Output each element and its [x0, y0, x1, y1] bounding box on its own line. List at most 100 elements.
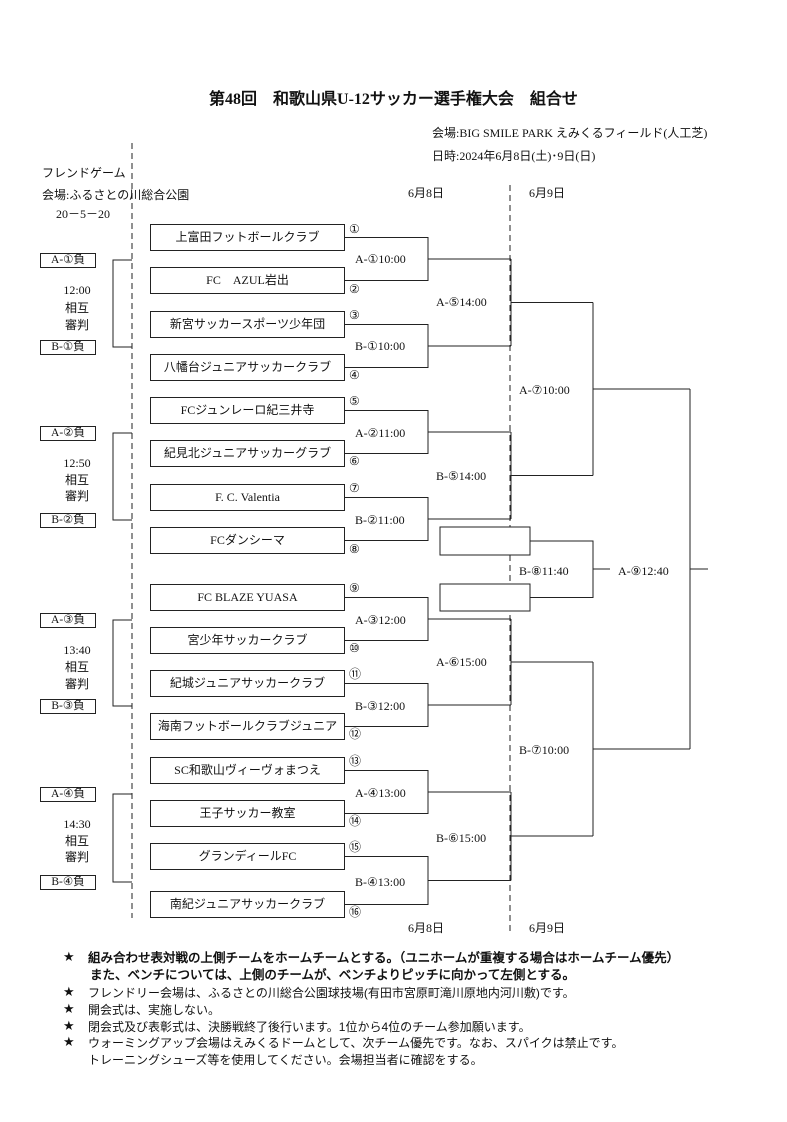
friendly-loser-box: B-①負 — [40, 340, 96, 355]
friendly-loser-box: B-③負 — [40, 699, 96, 714]
match-label: B-⑦10:00 — [519, 743, 570, 757]
friendly-loser-box: A-②負 — [40, 426, 96, 441]
match-label: B-⑤14:00 — [436, 469, 487, 483]
note-text: ウォーミングアップ会場はえみくるドームとして、次チーム優先です。なお、スパイクは… — [88, 1036, 624, 1050]
star-icon: ★ — [63, 950, 75, 965]
friendly-loser-box: B-②負 — [40, 513, 96, 528]
team-box: グランディールFC — [150, 843, 345, 870]
match-label: A-②11:00 — [355, 426, 406, 440]
friendly-label: 審判 — [64, 318, 89, 332]
seed-number: ⑤ — [349, 394, 360, 408]
team-box: FC BLAZE YUASA — [150, 584, 345, 611]
bracket-line-b5 — [510, 432, 593, 519]
bracket-line-a6 — [510, 619, 593, 705]
friendly-time: 13:40 — [63, 643, 91, 657]
bracket-line-a3 — [345, 597, 511, 641]
seed-number: ⑨ — [349, 581, 360, 595]
friendly-label: 相互 — [64, 834, 89, 848]
day-label-top-2: 6月9日 — [529, 186, 566, 200]
friendly-label: 相互 — [64, 301, 89, 315]
note-text: 開会式は、実施しない。 — [88, 1003, 221, 1017]
third-place-slot-top — [439, 526, 531, 556]
third-place-label: B-⑧11:40 — [519, 564, 569, 578]
match-label: B-⑥15:00 — [436, 831, 487, 845]
bracket-line-b7 — [592, 662, 690, 836]
match-label: A-⑦10:00 — [519, 383, 570, 397]
team-box: 紀見北ジュニアサッカーグラブ — [150, 440, 345, 467]
match-label: B-①10:00 — [355, 339, 406, 353]
friendly-bracket-4 — [112, 793, 132, 883]
friendly-bracket-2 — [112, 432, 132, 521]
page-title: 第48回 和歌山県U-12サッカー選手権大会 組合せ — [209, 91, 578, 108]
bracket-line-a2 — [345, 410, 511, 454]
seed-number: ③ — [349, 308, 360, 322]
bracket-line-b3 — [345, 683, 511, 727]
note-text: 組み合わせ表対戦の上側チームをホームチームとする。（ユニホームが重複する場合はホ… — [88, 951, 680, 965]
bracket-line-a4 — [345, 770, 511, 814]
bracket-line-a9 — [689, 389, 708, 749]
star-icon: ★ — [63, 985, 75, 1000]
friendly-heading: フレンドゲーム — [42, 166, 126, 180]
seed-number: ⑩ — [349, 641, 360, 655]
friendly-label: 審判 — [64, 677, 89, 691]
friendly-loser-box: A-①負 — [40, 253, 96, 268]
bracket-line-b4 — [345, 856, 511, 905]
seed-number: ⑪ — [349, 667, 362, 681]
friendly-time: 14:30 — [63, 817, 91, 831]
friendly-format: 20－5－20 — [56, 207, 111, 221]
seed-number: ⑧ — [349, 542, 360, 556]
note-text: トレーニングシューズ等を使用してください。会場担当者に確認をする。 — [88, 1053, 483, 1067]
team-box: FCジュンレーロ紀三井寺 — [150, 397, 345, 424]
star-icon: ★ — [63, 1035, 75, 1050]
note-text: 閉会式及び表彰式は、決勝戦終了後行います。1位から4位のチーム参加願います。 — [88, 1020, 531, 1034]
venue-text: 会場:BIG SMILE PARK えみくるフィールド(人工芝) — [432, 126, 708, 140]
star-icon: ★ — [63, 1019, 75, 1034]
match-label: A-①10:00 — [355, 252, 406, 266]
bracket-line-b8 — [530, 540, 610, 598]
date-text: 日時:2024年6月8日(土)･9日(日) — [432, 149, 596, 163]
friendly-label: 審判 — [64, 850, 89, 864]
seed-number: ⑭ — [349, 814, 362, 828]
seed-number: ① — [349, 222, 360, 236]
final-label: A-⑨12:40 — [618, 564, 669, 578]
seed-number: ⑥ — [349, 454, 360, 468]
day-label-bottom-1: 6月8日 — [408, 921, 445, 935]
star-icon: ★ — [63, 1002, 75, 1017]
friendly-time: 12:50 — [63, 456, 91, 470]
match-label: A-⑥15:00 — [436, 655, 487, 669]
seed-number: ⑫ — [349, 727, 362, 741]
friendly-loser-box: B-④負 — [40, 875, 96, 890]
day-label-top-1: 6月8日 — [408, 186, 445, 200]
seed-number: ⑬ — [349, 754, 362, 768]
team-box: F. C. Valentia — [150, 484, 345, 511]
team-box: 上富田フットボールクラブ — [150, 224, 345, 251]
third-place-slot-bottom — [439, 583, 531, 612]
team-box: 新宮サッカースポーツ少年団 — [150, 311, 345, 338]
friendly-venue: 会場:ふるさとの川総合公園 — [42, 188, 190, 202]
team-box: 王子サッカー教室 — [150, 800, 345, 827]
note-text: フレンドリー会場は、ふるさとの川総合公園球技場(有田市宮原町滝川原地内河川敷)で… — [88, 986, 575, 1000]
seed-number: ⑮ — [349, 840, 362, 854]
team-box: 紀城ジュニアサッカークラブ — [150, 670, 345, 697]
seed-number: ⑯ — [349, 905, 362, 919]
friendly-time: 12:00 — [63, 283, 91, 297]
bracket-line-a7 — [592, 302, 690, 476]
friendly-label: 審判 — [64, 489, 89, 503]
team-box: 海南フットボールクラブジュニア — [150, 713, 345, 740]
note-text: また、ベンチについては、上側のチームが、ベンチよりピッチに向かって左側とする。 — [90, 968, 576, 982]
match-label: B-③12:00 — [355, 699, 406, 713]
bracket-line-b1 — [345, 324, 511, 368]
friendly-bracket-1 — [112, 259, 132, 348]
seed-number: ⑦ — [349, 481, 360, 495]
seed-number: ② — [349, 282, 360, 296]
bracket-line-a5 — [510, 259, 593, 346]
bracket-line-b6 — [510, 792, 593, 881]
friendly-label: 相互 — [64, 660, 89, 674]
bracket-line-a1 — [345, 237, 511, 281]
team-box: 八幡台ジュニアサッカークラブ — [150, 354, 345, 381]
seed-number: ④ — [349, 368, 360, 382]
friendly-label: 相互 — [64, 473, 89, 487]
match-label: A-③12:00 — [355, 613, 406, 627]
